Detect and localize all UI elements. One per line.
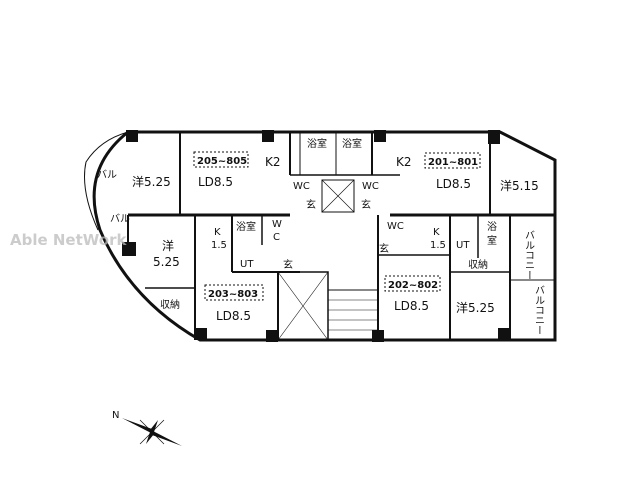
room-entry-201: 玄 (361, 198, 371, 211)
room-k-201: K2 (396, 155, 412, 169)
walls (84, 130, 557, 342)
room-ld-203: LD8.5 (216, 309, 251, 323)
unit-number-201: 201~801 (428, 157, 478, 168)
room-k-203: K (214, 227, 221, 238)
columns (122, 130, 510, 342)
balcony-205: バル (97, 169, 117, 181)
compass-icon (122, 418, 182, 446)
watermark: Able NetWork (10, 231, 127, 249)
room-ut-203: UT (240, 259, 254, 270)
balcony-2-202: バルコニー (533, 285, 545, 335)
room-wc-w-203: W (272, 219, 282, 230)
room-bath-203: 浴室 (236, 220, 256, 233)
room-k-size-202: 1.5 (430, 240, 446, 251)
room-k-202: K (433, 227, 440, 238)
unit-tag-box-201 (424, 152, 481, 169)
room-entry-202: 玄 (379, 242, 389, 255)
room-ld-202: LD8.5 (394, 299, 429, 313)
room-ld-205: LD8.5 (198, 175, 233, 189)
room-entry-205: 玄 (306, 198, 316, 211)
unit-number-205: 205~805 (197, 156, 247, 167)
room-western-201: 洋5.15 (500, 178, 539, 193)
room-k-205: K2 (265, 155, 281, 169)
balcony-203: バル (110, 213, 130, 225)
room-wc-201: WC (362, 181, 379, 192)
unit-tag-box-203 (204, 284, 264, 301)
room-bath-1-202: 浴 (487, 221, 497, 233)
unit-tag-box-202 (384, 275, 441, 292)
room-western-202: 洋5.25 (456, 300, 495, 315)
unit-number-203: 203~803 (208, 289, 258, 300)
room-entry-203: 玄 (283, 258, 293, 271)
balcony-1-202: バルコニー (523, 230, 535, 280)
room-wc-c-203: C (273, 232, 280, 243)
unit-number-202: 202~802 (388, 280, 438, 291)
room-bath-205: 浴室 (307, 137, 327, 150)
room-bath-201: 浴室 (342, 137, 362, 150)
room-wc-205: WC (293, 181, 310, 192)
room-western-205: 洋5.25 (132, 174, 171, 189)
room-ut-202: UT (456, 240, 470, 251)
room-wc-202: WC (387, 221, 404, 232)
room-storage-203: 収納 (160, 298, 180, 311)
room-ld-201: LD8.5 (436, 177, 471, 191)
unit-tag-box-205 (193, 151, 249, 168)
room-western-203: 洋 (162, 238, 174, 253)
room-storage-202: 収納 (468, 258, 488, 271)
room-k-size-203: 1.5 (211, 240, 227, 251)
room-western-size-203: 5.25 (153, 255, 180, 269)
compass-north-label: N (112, 410, 119, 421)
room-bath-2-202: 室 (487, 234, 497, 247)
